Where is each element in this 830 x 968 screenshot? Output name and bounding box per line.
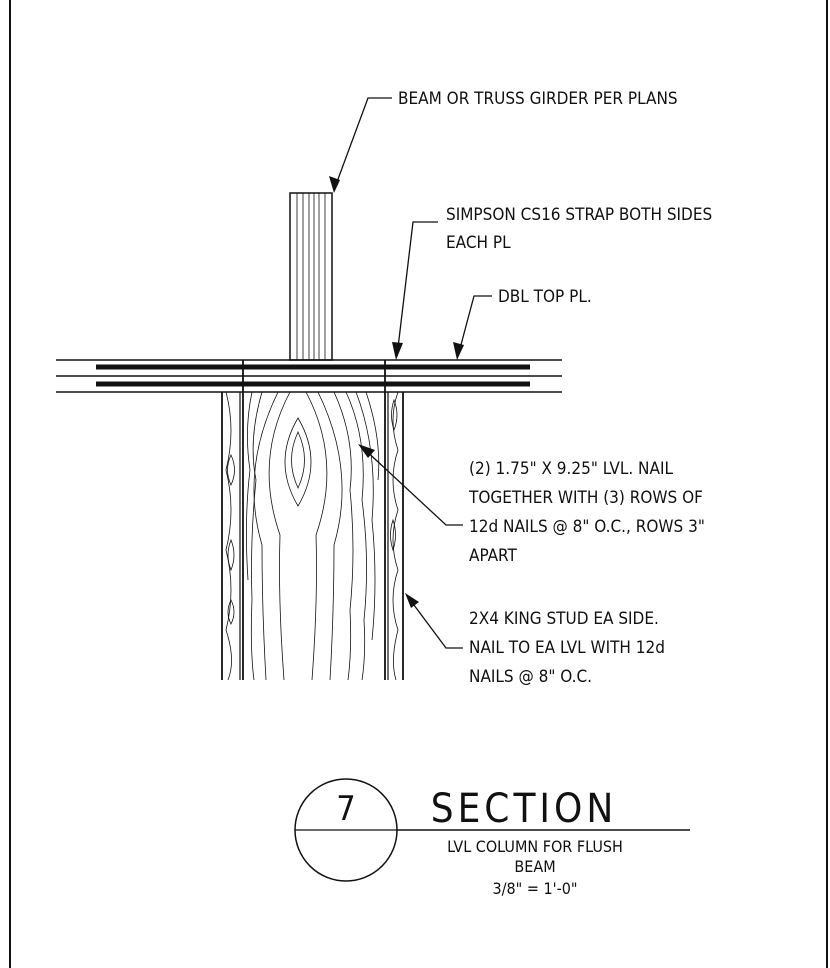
double-top-plate [56,359,562,393]
leader-lvl [358,444,463,526]
detail-scale: 3/8" = 1'-0" [492,879,577,898]
leader-beam [329,97,392,193]
note-stud-line3: NAILS @ 8" O.C. [469,667,592,687]
note-strap-line1: SIMPSON CS16 STRAP BOTH SIDES [446,205,712,225]
lvl-column [242,360,386,681]
leader-king-stud [405,593,463,649]
detail-subtitle-line2: BEAM [514,857,555,876]
detail-title: SECTION [431,786,618,832]
note-lvl-line3: 12d NAILS @ 8" O.C., ROWS 3" [469,517,705,537]
leader-top-plate [453,295,492,360]
king-stud-right [387,391,404,681]
note-lvl-line1: (2) 1.75" X 9.25" LVL. NAIL [469,459,673,479]
note-stud-line2: NAIL TO EA LVL WITH 12d [469,638,665,658]
detail-title-block: 7 SECTION LVL COLUMN FOR FLUSH BEAM 3/8"… [294,778,690,898]
leader-strap [392,221,438,360]
note-stud-line1: 2X4 KING STUD EA SIDE. [469,609,659,629]
note-top-plate: DBL TOP PL. [498,287,592,307]
note-strap-line2: EACH PL [446,233,511,253]
note-lvl-line2: TOGETHER WITH (3) ROWS OF [468,488,703,508]
detail-subtitle-line1: LVL COLUMN FOR FLUSH [447,837,623,856]
king-stud-left [221,391,241,681]
detail-number: 7 [336,789,355,829]
note-lvl-line4: APART [469,546,517,566]
note-beam: BEAM OR TRUSS GIRDER PER PLANS [398,89,678,109]
beam [289,192,333,361]
